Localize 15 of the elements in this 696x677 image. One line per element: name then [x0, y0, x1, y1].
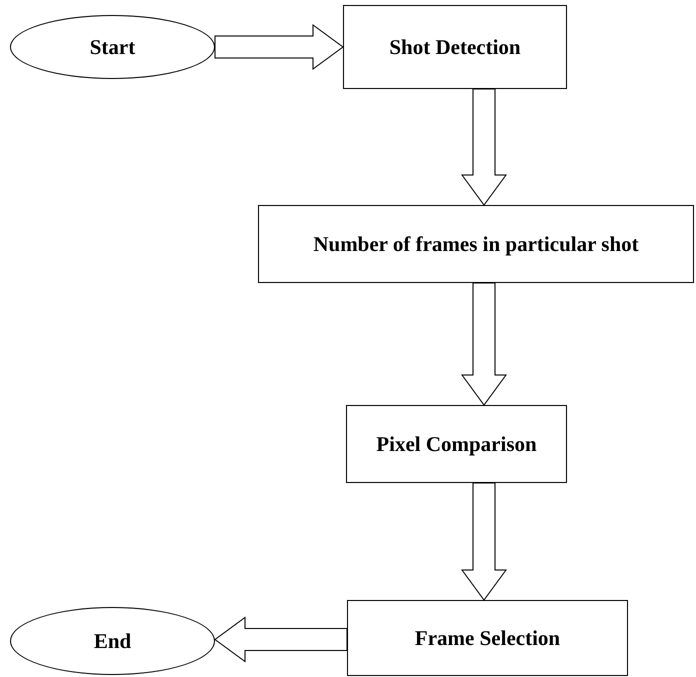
block-arrow	[461, 282, 507, 406]
block-arrow	[214, 24, 344, 70]
process-box	[343, 5, 567, 89]
node-label: Pixel Comparison	[376, 432, 537, 456]
node-label: Number of frames in particular shot	[313, 232, 639, 256]
node-label: Frame Selection	[414, 626, 560, 650]
node-label: End	[94, 628, 132, 654]
node-label: Start	[90, 34, 136, 60]
node-label: Shot Detection	[389, 34, 521, 60]
process-box	[346, 405, 567, 483]
process-box	[258, 205, 694, 283]
process-box	[347, 600, 628, 676]
block-arrow	[461, 482, 507, 601]
block-arrow	[214, 616, 348, 662]
block-arrow	[461, 88, 507, 206]
